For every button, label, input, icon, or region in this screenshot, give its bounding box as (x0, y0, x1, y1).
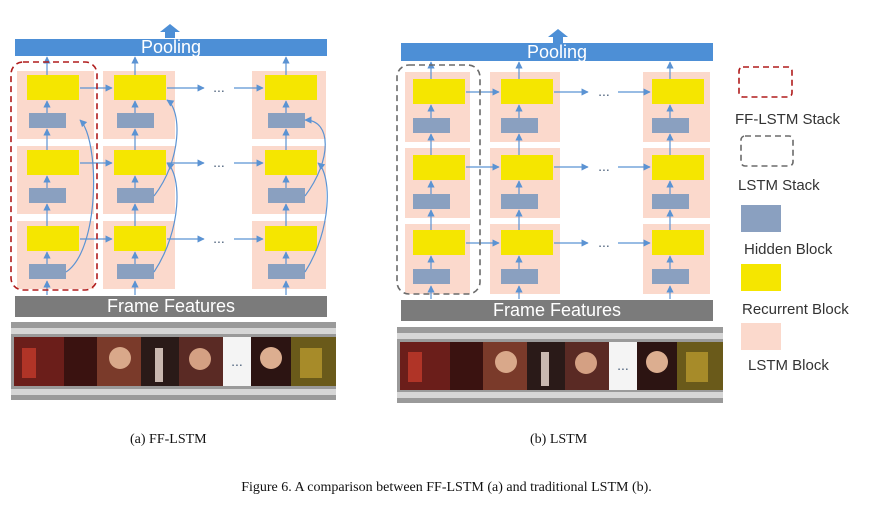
hidden-block (117, 188, 154, 203)
frame-features-bar (401, 300, 713, 321)
recurrent-blocks-a (27, 75, 317, 251)
recurrent-block (265, 75, 317, 100)
ellipsis-label: ... (598, 234, 610, 250)
subfigure-caption-a: (a) FF-LSTM (130, 432, 207, 447)
film-strip-b: ... (397, 327, 723, 403)
recurrent-block (652, 79, 704, 104)
output-up-arrow-icon (548, 29, 568, 43)
hidden-block (501, 194, 538, 209)
ellipsis-label: ... (598, 83, 610, 99)
sprocket-strip (397, 333, 723, 339)
hidden-blocks-a (29, 113, 305, 279)
film-strip-a: ... (11, 322, 336, 400)
ellipsis-frame (609, 342, 637, 390)
legend-ff-lstm-stack-label: FF-LSTM Stack (735, 111, 841, 128)
frame-features-label: Frame Features (493, 300, 621, 320)
hidden-block (413, 118, 450, 133)
horizontal-arrows-a (80, 84, 264, 243)
figure-caption: Figure 6. A comparison between FF-LSTM (… (241, 480, 652, 495)
video-frame (14, 337, 64, 386)
frame-features-bar (15, 296, 327, 317)
hidden-block (117, 264, 154, 279)
hidden-block (413, 194, 450, 209)
output-up-arrow-icon (160, 24, 180, 38)
frame-features-label: Frame Features (107, 296, 235, 316)
vertical-arrows-b (427, 61, 674, 299)
ellipsis-frame (223, 337, 251, 386)
recurrent-block (652, 230, 704, 255)
hidden-block (29, 113, 66, 128)
recurrent-block (27, 75, 79, 100)
recurrent-block (413, 230, 465, 255)
hidden-block (268, 264, 305, 279)
recurrent-block (265, 226, 317, 251)
hidden-block (29, 264, 66, 279)
legend: FF-LSTM Stack LSTM Stack Hidden Block Re… (735, 66, 849, 374)
hidden-block (268, 188, 305, 203)
legend-recurrent-block-swatch (741, 264, 781, 291)
recurrent-block (501, 155, 553, 180)
recurrent-block (114, 75, 166, 100)
hidden-block (268, 113, 305, 128)
hidden-block (652, 118, 689, 133)
ellipsis-label: ... (598, 158, 610, 174)
ellipsis-label: ... (213, 79, 225, 95)
hidden-block (413, 269, 450, 284)
recurrent-block (413, 155, 465, 180)
recurrent-block (501, 230, 553, 255)
recurrent-block (265, 150, 317, 175)
recurrent-block (501, 79, 553, 104)
subfigure-caption-b: (b) LSTM (530, 432, 588, 447)
recurrent-blocks-b (413, 79, 704, 255)
ellipsis-label: ... (213, 230, 225, 246)
video-frame (450, 342, 483, 390)
legend-recurrent-block-label: Recurrent Block (742, 301, 849, 318)
legend-lstm-block-label: LSTM Block (748, 357, 829, 374)
legend-lstm-block-swatch (741, 323, 781, 350)
hidden-block (29, 188, 66, 203)
video-frame (64, 337, 97, 386)
pooling-label: Pooling (527, 42, 587, 62)
video-frame (400, 342, 450, 390)
legend-lstm-stack-label: LSTM Stack (738, 177, 820, 194)
sprocket-strip (397, 392, 723, 398)
hidden-blocks-b (413, 118, 689, 284)
hidden-block (501, 269, 538, 284)
hidden-block (652, 194, 689, 209)
recurrent-block (114, 150, 166, 175)
ff-lstm-stack-outline (10, 61, 98, 291)
ellipsis-label: ... (213, 154, 225, 170)
recurrent-block (413, 79, 465, 104)
recurrent-block (27, 150, 79, 175)
legend-hidden-block-label: Hidden Block (744, 241, 833, 258)
recurrent-block (652, 155, 704, 180)
ellipsis-label: ... (231, 353, 243, 369)
sprocket-strip (11, 389, 336, 395)
legend-hidden-block-swatch (741, 205, 781, 232)
sprocket-strip (11, 328, 336, 334)
ellipsis-label: ... (617, 357, 629, 373)
lstm-blocks-b (405, 72, 710, 294)
panel-a: Pooling (10, 24, 336, 400)
lstm-stack-outline (396, 64, 481, 295)
panel-b: Pooling (396, 29, 723, 403)
hidden-block (501, 118, 538, 133)
ff-connections-a (65, 99, 328, 273)
vertical-arrows-a (43, 56, 290, 295)
recurrent-block (114, 226, 166, 251)
legend-lstm-stack-swatch (740, 135, 794, 167)
pooling-banner (401, 43, 713, 61)
hidden-block (652, 269, 689, 284)
legend-ff-lstm-stack-swatch (738, 66, 793, 98)
horizontal-arrows-b (466, 88, 651, 247)
hidden-block (117, 113, 154, 128)
lstm-blocks-a (17, 71, 326, 289)
recurrent-block (27, 226, 79, 251)
pooling-label: Pooling (141, 37, 201, 57)
pooling-banner (15, 39, 327, 56)
